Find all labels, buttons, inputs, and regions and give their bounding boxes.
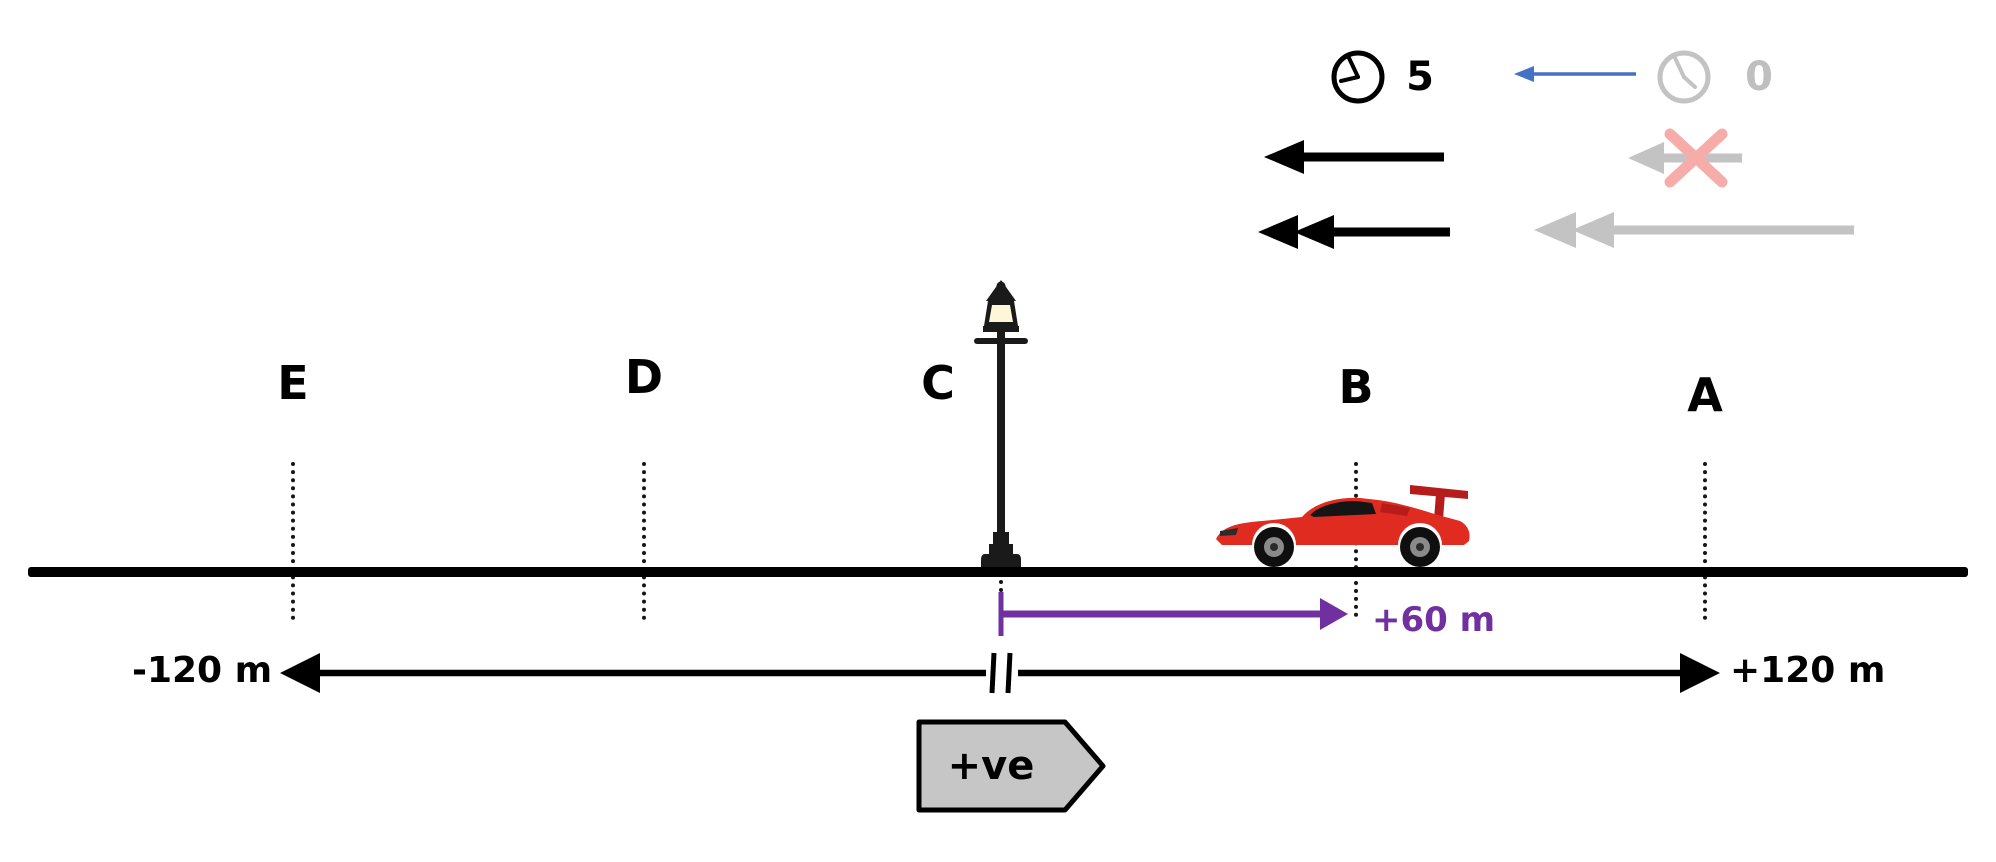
current-time-label: 5 bbox=[1406, 54, 1434, 100]
cross-icon bbox=[1664, 128, 1728, 188]
point-label-b: B bbox=[1338, 360, 1374, 414]
blue-left-arrow-icon bbox=[1514, 66, 1636, 82]
displacement-arrow bbox=[998, 592, 1348, 636]
point-label-c: C bbox=[921, 356, 955, 410]
clock-icon bbox=[1331, 50, 1385, 104]
lamppost-icon bbox=[974, 280, 1028, 568]
number-line bbox=[28, 567, 1968, 577]
double-left-arrow-icon bbox=[1258, 215, 1450, 249]
tick-line-a bbox=[1703, 462, 1707, 620]
range-left-label: -120 m bbox=[132, 650, 273, 691]
crossed-left-arrow-icon bbox=[1628, 128, 1742, 188]
positive-direction-label: +ve bbox=[947, 743, 1035, 789]
faded-double-left-arrow-icon bbox=[1534, 212, 1854, 248]
initial-time-label: 0 bbox=[1745, 54, 1773, 100]
positive-direction-sign bbox=[916, 719, 1106, 813]
faded-clock-icon bbox=[1657, 50, 1711, 104]
tick-line-d bbox=[642, 462, 646, 620]
range-break-icon bbox=[986, 652, 1018, 694]
race-car-icon bbox=[1216, 485, 1470, 567]
left-arrow-icon bbox=[1264, 140, 1444, 174]
point-label-a: A bbox=[1687, 368, 1723, 422]
displacement-label: +60 m bbox=[1372, 600, 1496, 640]
range-arrow bbox=[280, 652, 1720, 694]
tick-line-e bbox=[291, 462, 295, 620]
range-right-label: +120 m bbox=[1730, 650, 1886, 691]
point-label-e: E bbox=[277, 356, 309, 410]
point-label-d: D bbox=[624, 350, 664, 404]
